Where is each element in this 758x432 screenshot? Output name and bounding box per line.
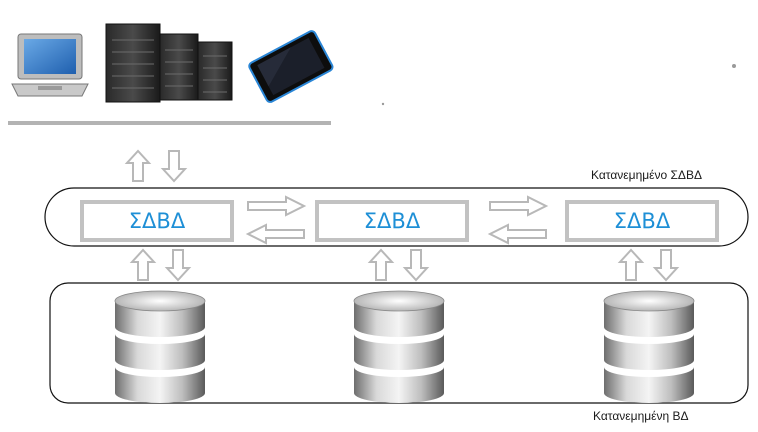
down-arrow [654, 249, 678, 281]
distributed-dbms-container [44, 187, 749, 247]
up-arrow [619, 249, 643, 281]
server-rack-icon [105, 23, 233, 103]
distributed-dbms-label: Κατανεμημένο ΣΔΒΔ [591, 168, 702, 182]
right-arrow [247, 196, 305, 216]
up-arrow [369, 249, 393, 281]
laptop-icon [11, 33, 89, 97]
up-arrow [131, 249, 155, 281]
up-arrow [126, 150, 150, 182]
left-arrow [247, 224, 305, 244]
down-arrow [162, 150, 186, 182]
database-icon [114, 290, 206, 404]
left-arrow [489, 224, 547, 244]
down-arrow [166, 249, 190, 281]
right-arrow [489, 196, 547, 216]
stray-dot [732, 64, 736, 68]
dbms-node-3: ΣΔΒΔ [565, 200, 719, 242]
distributed-db-label: Κατανεμημένη ΒΔ [593, 409, 689, 423]
database-icon [353, 290, 445, 404]
tablet-icon [248, 30, 334, 103]
dbms-node-1: ΣΔΒΔ [80, 200, 234, 242]
dbms-node-2: ΣΔΒΔ [315, 200, 469, 242]
stray-dot [381, 102, 385, 106]
down-arrow [404, 249, 428, 281]
database-icon [603, 290, 695, 404]
